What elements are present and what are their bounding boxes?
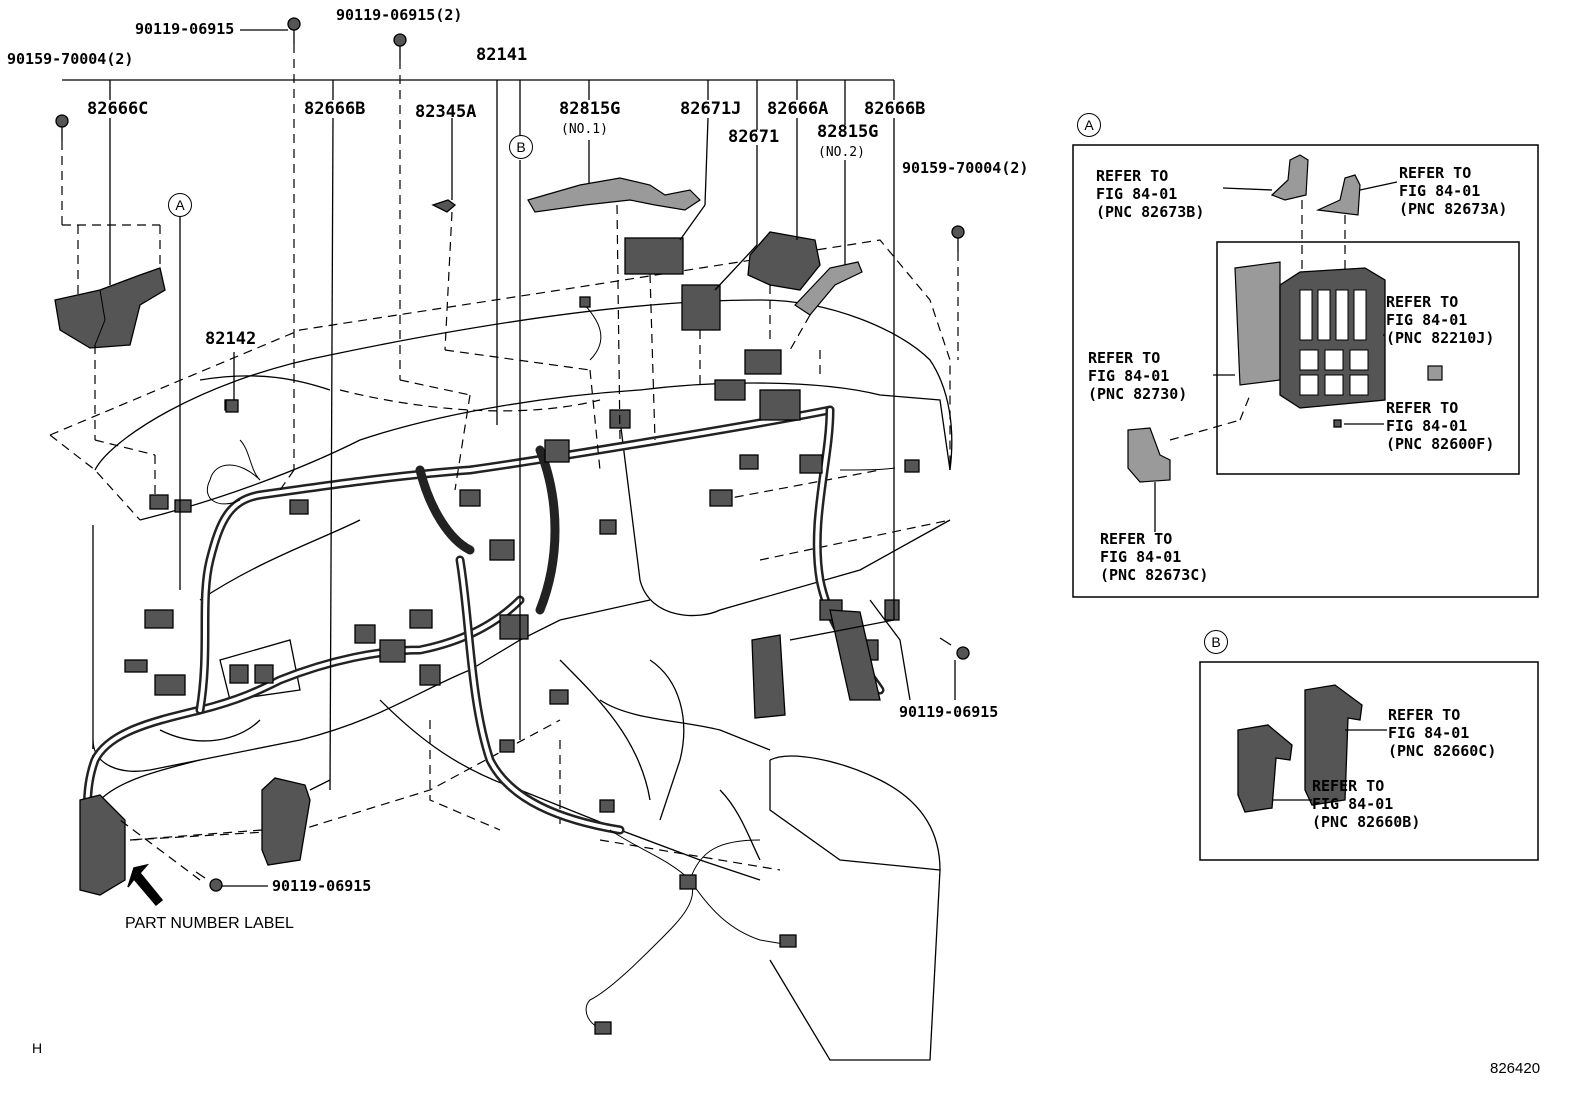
part-82671J-relay	[624, 237, 684, 275]
leader-lines	[61, 29, 959, 887]
callout-b: B	[509, 135, 533, 159]
detail-b-drawing	[1199, 661, 1539, 861]
part-label-82671: 82671	[728, 127, 780, 147]
part-label-82666B-left: 82666B	[304, 99, 366, 119]
detail-b-tag: B	[1204, 630, 1228, 654]
main-wire-harness	[82, 299, 896, 1031]
part-label-82141: 82141	[476, 45, 528, 65]
left-kick-panel-connector	[79, 794, 126, 896]
part-82666B-left-block	[261, 777, 311, 866]
part-number-label-arrow	[127, 863, 164, 907]
part-label-82815G-no2: 82815G	[817, 122, 879, 142]
part-82666A-block	[747, 231, 821, 291]
bolts	[55, 17, 970, 892]
bolt-label-90119-06915-right: 90119-06915	[899, 703, 999, 721]
detail-a-drawing	[1072, 144, 1539, 598]
part-82815G-no1-bracket	[527, 177, 701, 213]
detail-a-tag: A	[1077, 113, 1101, 137]
part-sublabel-no2: (NO.2)	[818, 145, 865, 160]
bolt-label-90119-06915-2: 90119-06915(2)	[336, 6, 463, 24]
part-label-82666A: 82666A	[767, 99, 829, 119]
part-label-82345A: 82345A	[415, 102, 477, 122]
bolt-label-90119-06915-top: 90119-06915	[135, 20, 235, 38]
corner-mark-h: H	[32, 1040, 43, 1056]
bolt-label-90159-70004-2-right: 90159-70004(2)	[902, 159, 1029, 177]
bolt-label-90159-70004-2-left: 90159-70004(2)	[7, 50, 134, 68]
bolt-label-90119-06915-bottom: 90119-06915	[272, 877, 372, 895]
part-82671-relay	[681, 284, 721, 331]
part-82142-sensor	[225, 399, 239, 413]
callout-a: A	[168, 193, 192, 217]
part-82666B-right-block	[751, 609, 881, 719]
part-sublabel-no1: (NO.1)	[561, 122, 608, 137]
figure-id: 826420	[1490, 1060, 1541, 1077]
part-label-82666C: 82666C	[87, 99, 149, 119]
part-label-82815G-no1: 82815G	[559, 99, 621, 119]
part-82666C-bracket	[54, 267, 166, 349]
part-label-82671J: 82671J	[680, 99, 742, 119]
part-82345A-clip	[431, 199, 457, 213]
part-label-82142: 82142	[205, 329, 257, 349]
dashboard-outline	[49, 239, 953, 1061]
part-number-label-text: PART NUMBER LABEL	[125, 915, 294, 932]
harness-connectors	[124, 296, 920, 1035]
part-label-82666B-right: 82666B	[864, 99, 926, 119]
